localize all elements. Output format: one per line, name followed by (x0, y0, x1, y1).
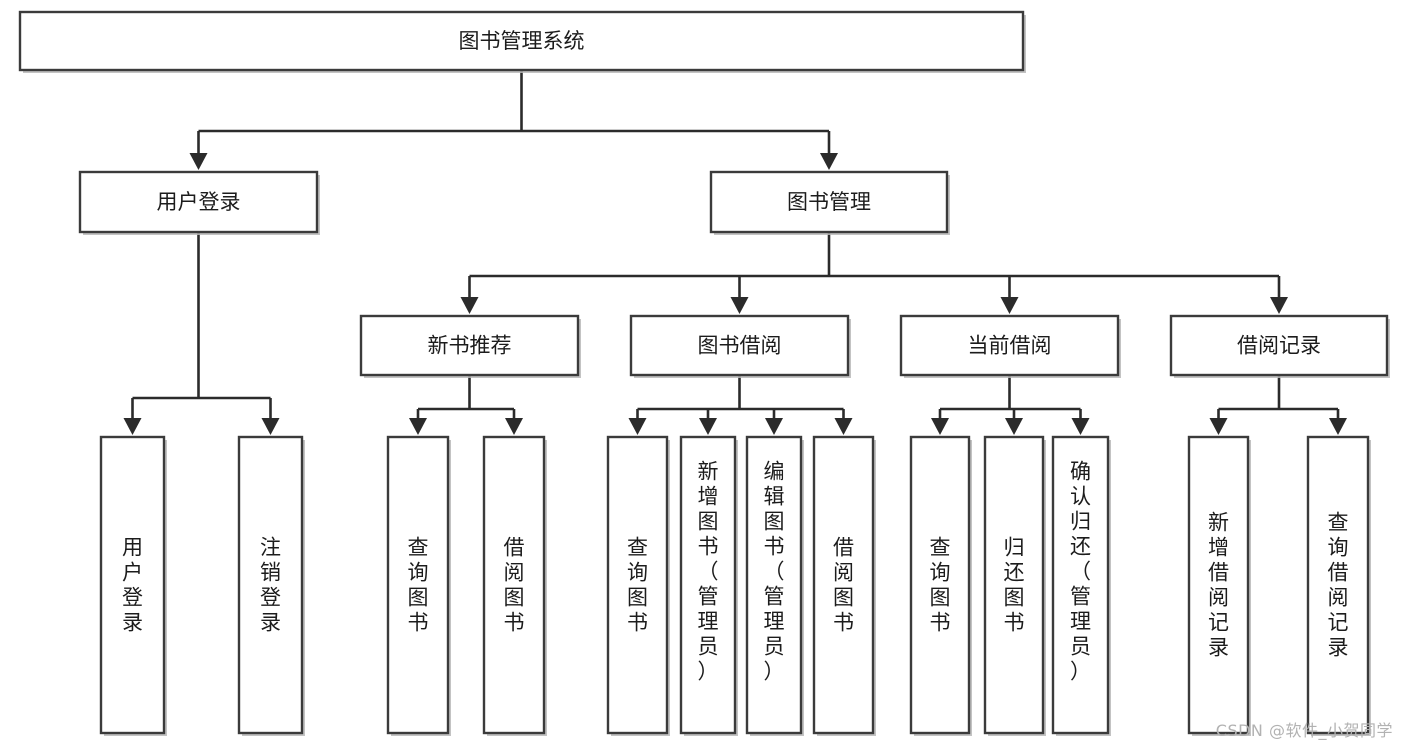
node-leaf-查询图书-8[interactable]: 查询图书 (909, 435, 972, 736)
node-leaf-借阅图书-3[interactable]: 借阅图书 (482, 435, 547, 736)
node-leaf-新增图书管理员-5[interactable]: 新增图书（管理员） (679, 435, 738, 736)
book-to-level3-arrow-1 (730, 297, 749, 314)
node-label: 图书管理 (787, 190, 871, 214)
node-label: 新增图书（管理员） (698, 460, 719, 684)
connectors-layer (123, 70, 1347, 435)
node-leaf-借阅图书-7[interactable]: 借阅图书 (812, 435, 876, 736)
node-level3-图书借阅-1[interactable]: 图书借阅 (629, 314, 851, 378)
node-label: 图书借阅 (698, 334, 782, 358)
level3-借阅记录-to-leaves-arrow-0 (1209, 418, 1228, 435)
root-to-level2-arrow-1 (820, 153, 838, 170)
node-label: 借阅记录 (1237, 334, 1321, 358)
level3-新书推荐-to-leaves-arrow-1 (505, 418, 523, 435)
node-rect[interactable] (812, 435, 875, 735)
node-label: 当前借阅 (968, 334, 1052, 358)
node-rect[interactable] (983, 435, 1045, 735)
node-label: 查询借阅记录 (1328, 511, 1349, 660)
book-to-level3-arrow-0 (460, 297, 479, 314)
node-label: 新增借阅记录 (1208, 511, 1229, 660)
node-label: 借阅图书 (504, 536, 525, 635)
level3-图书借阅-to-leaves-arrow-0 (628, 418, 647, 435)
level3-新书推荐-to-leaves-arrow-0 (409, 418, 427, 435)
node-label: 注销登录 (260, 536, 281, 635)
node-leaf-新增借阅记录-11[interactable]: 新增借阅记录 (1187, 435, 1251, 736)
node-label: 归还图书 (1004, 536, 1025, 635)
node-leaf-编辑图书管理员-6[interactable]: 编辑图书（管理员） (745, 435, 804, 736)
node-root-图书管理系统[interactable]: 图书管理系统 (18, 10, 1026, 73)
level3-借阅记录-to-leaves-arrow-1 (1329, 418, 1347, 435)
node-leaf-归还图书-9[interactable]: 归还图书 (983, 435, 1046, 736)
node-label: 查询图书 (627, 536, 648, 635)
node-rect[interactable] (78, 170, 319, 234)
node-rect[interactable] (709, 170, 949, 234)
nodes-layer: 图书管理系统用户登录图书管理新书推荐图书借阅当前借阅借阅记录用户登录注销登录查询… (18, 10, 1390, 736)
node-label: 新书推荐 (428, 334, 512, 358)
node-label: 用户登录 (157, 190, 241, 214)
book-to-level3-arrow-2 (1000, 297, 1019, 314)
watermark-text: CSDN @软件_小贺同学 (1215, 721, 1393, 740)
node-leaf-确认归还管理员-10[interactable]: 确认归还（管理员） (1051, 435, 1111, 736)
node-rect[interactable] (99, 435, 166, 735)
root-to-level2-arrow-0 (189, 153, 208, 170)
node-leaf-用户登录-0[interactable]: 用户登录 (99, 435, 167, 736)
node-rect[interactable] (1306, 435, 1370, 735)
node-rect[interactable] (1169, 314, 1389, 377)
node-label: 用户登录 (122, 536, 143, 635)
node-rect[interactable] (359, 314, 580, 377)
node-rect[interactable] (679, 435, 737, 735)
level3-图书借阅-to-leaves-arrow-2 (765, 418, 783, 435)
node-level3-当前借阅-2[interactable]: 当前借阅 (899, 314, 1121, 378)
node-label: 编辑图书（管理员） (764, 460, 785, 684)
node-leaf-查询图书-4[interactable]: 查询图书 (606, 435, 670, 736)
node-rect[interactable] (745, 435, 803, 735)
node-rect[interactable] (1051, 435, 1110, 735)
node-label: 查询图书 (930, 536, 951, 635)
node-rect[interactable] (909, 435, 971, 735)
node-level2-图书管理-1[interactable]: 图书管理 (709, 170, 950, 235)
node-level3-借阅记录-3[interactable]: 借阅记录 (1169, 314, 1390, 378)
node-level2-用户登录-0[interactable]: 用户登录 (78, 170, 320, 235)
level3-图书借阅-to-leaves-arrow-1 (699, 418, 717, 435)
node-leaf-查询借阅记录-12[interactable]: 查询借阅记录 (1306, 435, 1371, 736)
node-leaf-注销登录-1[interactable]: 注销登录 (237, 435, 305, 736)
node-rect[interactable] (237, 435, 304, 735)
node-rect[interactable] (899, 314, 1120, 377)
login-to-leaves-arrow-1 (261, 418, 280, 435)
node-rect[interactable] (386, 435, 450, 735)
node-label: 借阅图书 (833, 536, 854, 635)
level3-图书借阅-to-leaves-arrow-3 (834, 418, 853, 435)
level3-当前借阅-to-leaves-arrow-0 (931, 418, 949, 435)
node-label: 确认归还（管理员） (1070, 460, 1091, 684)
level3-当前借阅-to-leaves-arrow-1 (1005, 418, 1023, 435)
node-label: 图书管理系统 (459, 29, 585, 53)
node-leaf-查询图书-2[interactable]: 查询图书 (386, 435, 451, 736)
book-to-level3-arrow-3 (1270, 297, 1288, 314)
login-to-leaves-arrow-0 (123, 418, 142, 435)
node-rect[interactable] (482, 435, 546, 735)
node-rect[interactable] (629, 314, 850, 377)
node-rect[interactable] (1187, 435, 1250, 735)
node-level3-新书推荐-0[interactable]: 新书推荐 (359, 314, 581, 378)
node-label: 查询图书 (408, 536, 429, 635)
node-rect[interactable] (18, 10, 1025, 72)
node-rect[interactable] (606, 435, 669, 735)
level3-当前借阅-to-leaves-arrow-2 (1071, 418, 1090, 435)
